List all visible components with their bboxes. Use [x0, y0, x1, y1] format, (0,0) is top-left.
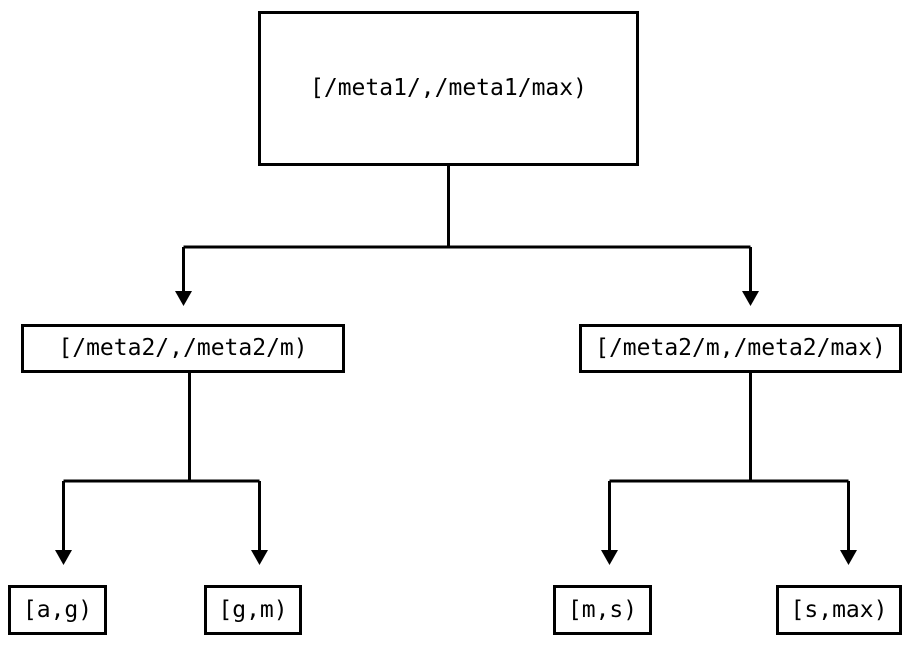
tree-node-root-label: [/meta1/,/meta1/max): [310, 75, 587, 101]
tree-node-leaf-smax-label: [s,max): [790, 596, 888, 623]
arrowhead-icon-to-ag: [55, 550, 72, 565]
tree-node-leaf-smax[interactable]: [s,max): [776, 585, 902, 635]
arrowhead-icon-to-ms: [601, 550, 618, 565]
tree-node-leaf-ag-label: [a,g): [22, 596, 93, 623]
arrowhead-icon-to-gm: [251, 550, 268, 565]
arrowhead-icon-to-meta2-hi: [742, 291, 759, 306]
tree-node-leaf-ms[interactable]: [m,s): [553, 585, 652, 635]
tree-node-leaf-ms-label: [m,s): [567, 596, 638, 623]
arrowhead-icon-to-smax: [840, 550, 857, 565]
tree-node-root[interactable]: [/meta1/,/meta1/max): [258, 11, 639, 166]
tree-node-leaf-gm[interactable]: [g,m): [204, 585, 302, 635]
tree-node-meta2-hi[interactable]: [/meta2/m,/meta2/max): [579, 324, 902, 373]
tree-node-leaf-ag[interactable]: [a,g): [8, 585, 107, 635]
arrowhead-icon-to-meta2-lo: [175, 291, 192, 306]
tree-node-meta2-hi-label: [/meta2/m,/meta2/max): [595, 335, 886, 361]
tree-node-meta2-lo-label: [/meta2/,/meta2/m): [58, 335, 308, 361]
tree-node-leaf-gm-label: [g,m): [218, 596, 288, 623]
tree-node-meta2-lo[interactable]: [/meta2/,/meta2/m): [21, 324, 345, 373]
